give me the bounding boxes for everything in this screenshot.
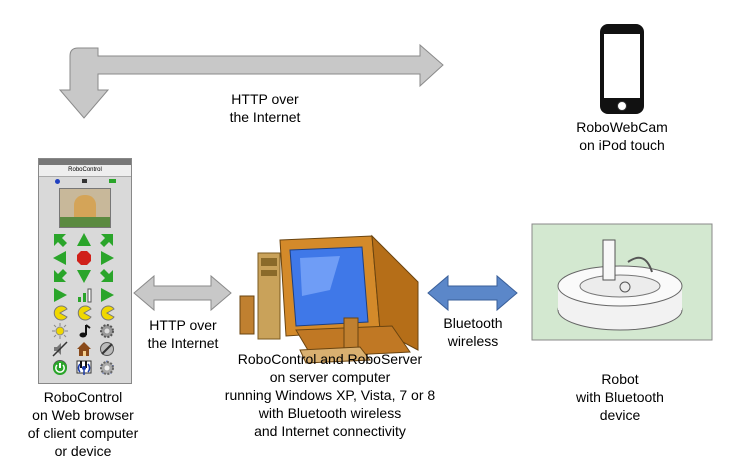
battery-icon <box>109 179 116 183</box>
ipod-touch-device <box>600 24 644 114</box>
sun-icon[interactable] <box>52 323 68 339</box>
pacman-icon[interactable] <box>99 305 115 321</box>
webcam-view <box>59 188 111 228</box>
status-bar <box>39 177 131 186</box>
mute-icon[interactable] <box>52 341 68 357</box>
pacman-icon[interactable] <box>52 305 68 321</box>
arrow-up-left-icon[interactable] <box>52 232 68 248</box>
camera-icon <box>82 179 87 183</box>
arrow-down-icon[interactable] <box>76 268 92 284</box>
settings-icon[interactable] <box>99 360 115 376</box>
http-top-arrow <box>58 43 444 119</box>
arrow-right-icon[interactable] <box>99 250 115 266</box>
control-grid <box>52 232 118 380</box>
no-entry-icon[interactable] <box>99 341 115 357</box>
arrow-up-icon[interactable] <box>76 232 92 248</box>
arrow-up-right-icon[interactable] <box>99 232 115 248</box>
robot-label: Robot with Bluetooth device <box>576 371 664 423</box>
play-icon[interactable] <box>52 287 68 303</box>
arrow-down-right-icon[interactable] <box>99 268 115 284</box>
client-label: RoboControl on Web browser of client com… <box>27 389 139 459</box>
http-top-label: HTTP over the Internet <box>229 91 301 125</box>
arrow-left-icon[interactable] <box>52 250 68 266</box>
http-left-double-arrow <box>133 274 232 312</box>
window-titlebar <box>39 159 131 165</box>
server-computer <box>239 234 419 364</box>
server-label: RoboControl and RoboServer on server com… <box>224 351 436 439</box>
arrow-down-left-icon[interactable] <box>52 268 68 284</box>
play-icon[interactable] <box>99 287 115 303</box>
gear-icon[interactable] <box>99 323 115 339</box>
bluetooth-double-arrow <box>427 274 518 312</box>
home-icon[interactable] <box>76 341 92 357</box>
power-icon[interactable] <box>52 360 68 376</box>
robot-scene <box>531 223 713 341</box>
stop-icon[interactable] <box>76 250 92 266</box>
pacman-icon[interactable] <box>76 305 92 321</box>
music-note-icon[interactable] <box>76 323 92 339</box>
dog-photo <box>74 195 96 223</box>
bluetooth-label: Bluetooth wireless <box>443 315 503 349</box>
info-icon <box>55 179 60 184</box>
app-title: RoboControl <box>39 165 131 177</box>
signal-bars-icon[interactable] <box>76 287 92 303</box>
broadcast-icon[interactable] <box>76 360 92 376</box>
http-left-label: HTTP over the Internet <box>147 317 219 351</box>
webcam-label: RoboWebCam on iPod touch <box>576 119 668 153</box>
